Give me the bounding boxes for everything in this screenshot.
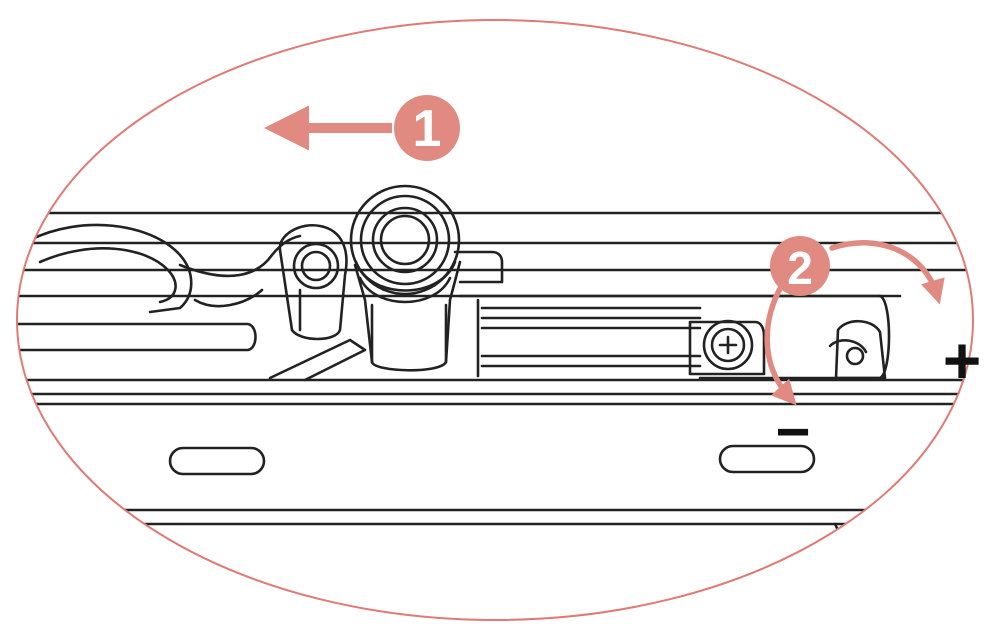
- hinge-arm: [193, 288, 264, 308]
- hardware-drawing: [17, 184, 973, 547]
- mounting-slot: [718, 444, 816, 474]
- adjustment-screw: [688, 319, 766, 376]
- hinge-arm: [38, 247, 177, 304]
- step-2-rotation-arrows: [764, 240, 945, 406]
- rotate-clockwise-arrow: [829, 240, 945, 305]
- hinge-bushing: [278, 223, 348, 341]
- step-1-badge: 1: [394, 95, 460, 161]
- hinge-arm: [28, 223, 193, 314]
- adjustment-roller: [349, 184, 462, 372]
- slider-channel: [458, 294, 891, 380]
- guide-bar: [17, 322, 257, 352]
- magnifier-outline: [16, 19, 974, 621]
- rotate-counterclockwise-arrow: [764, 282, 797, 406]
- step-1-circle: [394, 95, 460, 161]
- hinge-arm: [178, 234, 302, 278]
- locking-tab: [453, 250, 504, 284]
- plus-sign: +: [943, 323, 982, 397]
- step-2-circle: [770, 236, 830, 296]
- mounting-slot: [168, 446, 266, 476]
- step-1-number: 1: [413, 100, 442, 158]
- link-strut: [268, 338, 367, 382]
- end-fitting: [828, 319, 887, 380]
- step-2-number: 2: [787, 242, 813, 294]
- minus-sign: −: [775, 398, 810, 465]
- step-2-badge: 2: [770, 236, 830, 296]
